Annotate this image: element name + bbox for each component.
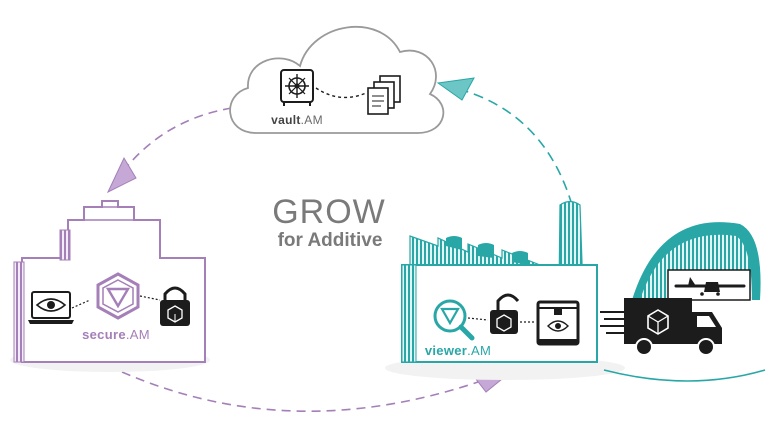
hangar-icon: [632, 222, 761, 301]
grow-title: GROW: [272, 193, 386, 231]
vault-brand: vault: [271, 113, 301, 127]
secure-brand: secure: [82, 327, 126, 342]
padlock-open-icon: [490, 293, 520, 334]
arrow-viewer-to-vault: [461, 89, 573, 206]
secure-suffix: .AM: [126, 327, 150, 342]
arrow-head-teal: [436, 77, 475, 101]
viewer-factory: viewer.AM: [385, 200, 625, 380]
viewer-label: viewer.AM: [425, 343, 491, 358]
viewer-suffix: .AM: [467, 343, 491, 358]
vault-suffix: .AM: [301, 113, 323, 127]
arrow-secure-to-viewer: [121, 371, 479, 412]
airplane-icon: [674, 277, 746, 296]
arrow-vault-to-secure: [117, 107, 233, 179]
speed-lines: [600, 311, 624, 334]
3d-printer-icon: [536, 300, 580, 346]
viewer-search-icon: [433, 299, 475, 341]
vault-cloud: vault.AM: [229, 26, 445, 134]
padlock-closed-icon: [160, 286, 190, 326]
truck-icon: [624, 298, 722, 356]
secure-logo-icon: [96, 272, 140, 320]
hangar-scene: [600, 222, 766, 382]
vault-safe-icon: [280, 69, 314, 106]
arrow-head-purple-top: [106, 156, 137, 194]
secure-label: secure.AM: [82, 327, 150, 342]
vault-label: vault.AM: [271, 113, 323, 127]
cloud-icon: [229, 26, 445, 134]
laptop-eye-icon: [28, 291, 74, 324]
documents-icon: [367, 75, 401, 115]
viewer-brand: viewer: [425, 343, 467, 358]
secure-building: secure.AM: [10, 200, 210, 372]
grow-subtitle: for Additive: [278, 230, 383, 251]
